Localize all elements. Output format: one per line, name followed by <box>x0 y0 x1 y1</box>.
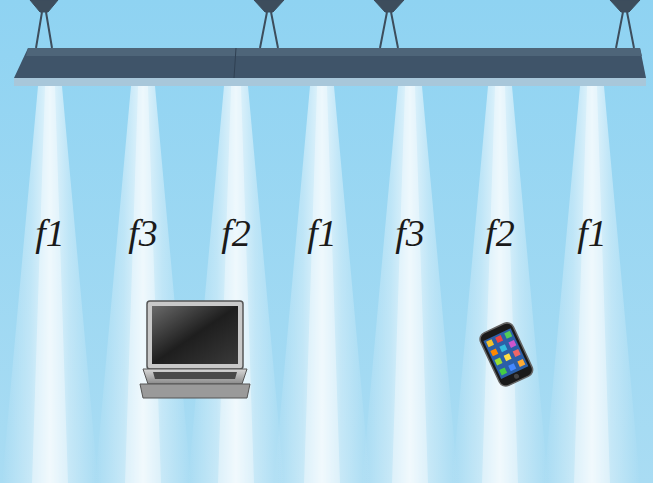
light-beam: f1 <box>274 86 370 483</box>
phone-icon <box>478 321 535 389</box>
frequency-label: f1 <box>544 214 640 252</box>
fixture-seam <box>234 48 236 78</box>
light-beam: f1 <box>2 86 98 483</box>
frequency-label: f3 <box>95 214 191 252</box>
fixture-diffuser <box>14 78 646 86</box>
frequency-label: f1 <box>2 214 98 252</box>
frequency-label: f2 <box>452 214 548 252</box>
light-beam: f2 <box>452 86 548 483</box>
beam-shape <box>544 86 640 483</box>
hangers <box>30 0 640 48</box>
beam-shape <box>274 86 370 483</box>
fixture-top <box>26 48 642 56</box>
light-beam: f3 <box>95 86 191 483</box>
beam-shape <box>362 86 458 483</box>
frequency-label: f1 <box>274 214 370 252</box>
beam-shape <box>2 86 98 483</box>
light-fixture-bar <box>14 48 646 78</box>
light-beam: f2 <box>188 86 284 483</box>
light-beam: f3 <box>362 86 458 483</box>
frequency-label: f3 <box>362 214 458 252</box>
beam-shape <box>452 86 548 483</box>
beam-shape <box>95 86 191 483</box>
laptop-icon <box>140 301 250 398</box>
frequency-label: f2 <box>188 214 284 252</box>
beam-shape <box>188 86 284 483</box>
light-beam: f1 <box>544 86 640 483</box>
